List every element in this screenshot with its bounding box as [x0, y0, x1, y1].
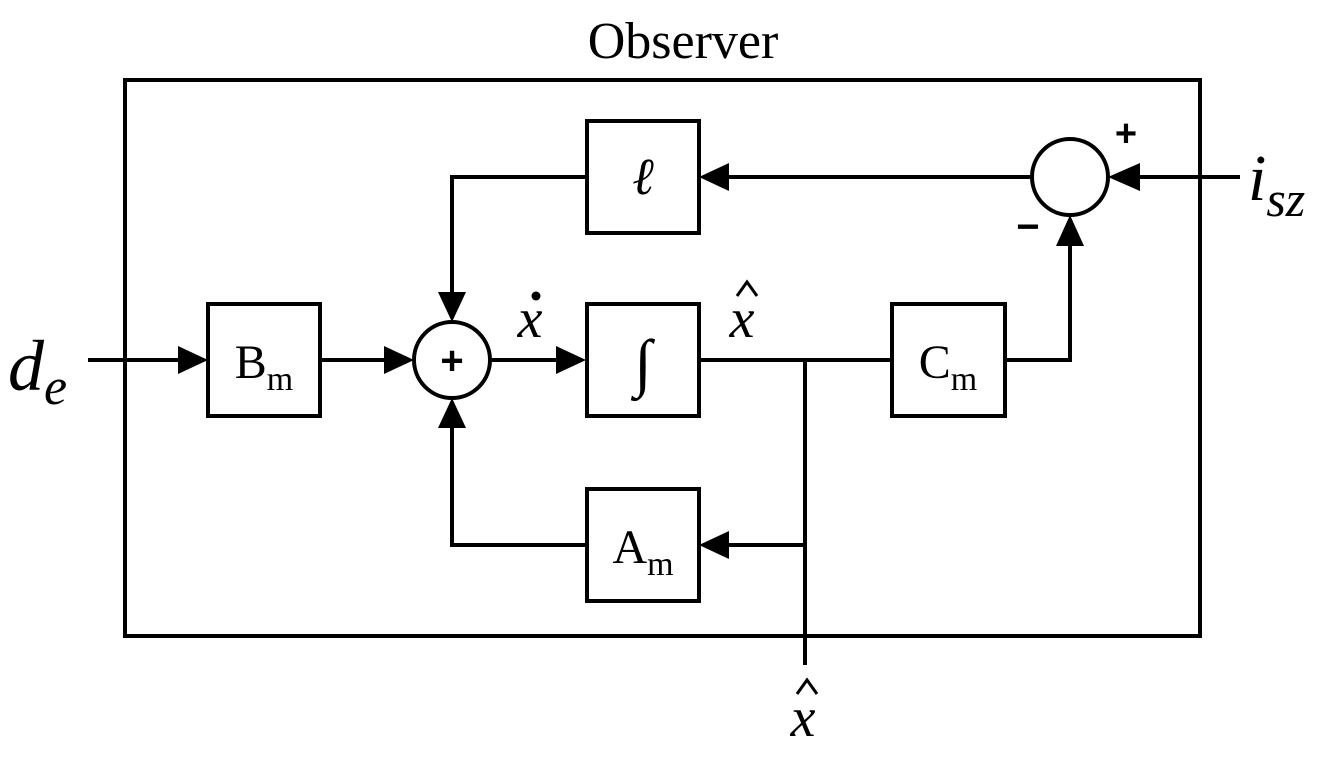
xhat-hat-mark	[735, 279, 759, 297]
block-am-label: Am	[612, 521, 673, 583]
wire-gain-to-summer	[450, 175, 587, 294]
observer-title: Observer	[588, 13, 779, 70]
integrator-symbol: ∫	[630, 327, 655, 402]
block-gain-l	[585, 119, 701, 235]
signal-xhat-label: x	[729, 279, 759, 350]
block-cm	[890, 302, 1007, 418]
summer-plus-sign: +	[440, 339, 463, 383]
arrowhead-into-gain	[699, 163, 729, 191]
svg-text:x: x	[729, 288, 755, 350]
signal-isz-label: isz	[1248, 142, 1305, 227]
xhat-output-hat-mark	[795, 677, 819, 695]
signal-xdot-label: x	[517, 288, 543, 350]
wire-cm-to-comparator	[1005, 246, 1072, 362]
arrowhead-into-integrator	[556, 346, 586, 374]
signal-de-label: de	[8, 326, 67, 416]
comparator-minus-sign: −	[1016, 205, 1039, 249]
arrowhead-into-bm	[178, 346, 208, 374]
xdot-dot-mark	[531, 291, 541, 301]
signal-xhat-output-label: x	[790, 677, 819, 749]
block-bm	[206, 302, 322, 418]
gain-l-symbol: ℓ	[632, 149, 654, 206]
arrowhead-into-comparator-right	[1108, 163, 1140, 191]
block-integrator	[585, 302, 701, 418]
arrowhead-into-summer-bottom	[438, 398, 466, 428]
wire-am-to-summer	[450, 428, 587, 547]
arrowhead-into-am	[699, 531, 729, 559]
comparator-junction	[1030, 137, 1110, 217]
block-bm-label: Bm	[235, 336, 293, 398]
svg-text:x: x	[790, 687, 816, 749]
summing-junction	[412, 320, 492, 400]
arrowhead-into-comparator-bottom	[1056, 215, 1084, 246]
block-cm-label: Cm	[919, 336, 977, 398]
arrowhead-into-summer-left	[384, 346, 414, 374]
block-am	[585, 487, 701, 603]
arrowhead-into-summer-top	[438, 292, 466, 322]
comparator-plus-sign: +	[1115, 113, 1137, 155]
